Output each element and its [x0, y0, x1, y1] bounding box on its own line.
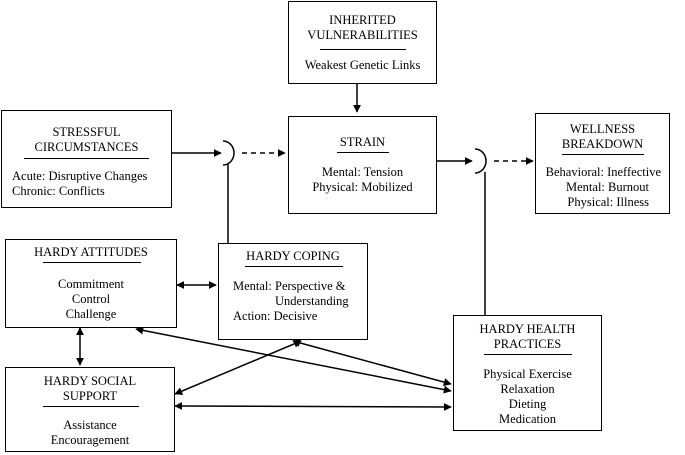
wellness-breakdown-box: WELLNESS BREAKDOWN Behavioral: Ineffecti…: [535, 113, 670, 214]
title-underline: [562, 154, 644, 155]
arrow-social-coping: [174, 340, 302, 395]
coping-line-understanding: Understanding: [275, 294, 349, 308]
stressful-line-chronic: Chronic: Conflicts: [12, 184, 105, 198]
title-underline: [24, 158, 149, 159]
wellness-breakdown-title: WELLNESS BREAKDOWN: [561, 122, 644, 151]
buffer-gate-1: [222, 140, 235, 166]
coping-line-mental: Mental: Perspective &: [233, 279, 346, 293]
stressful-line-acute: Acute: Disruptive Changes: [12, 169, 148, 183]
arrow-social-health: [174, 402, 452, 411]
hardy-health-practices-title: HARDY HEALTH PRACTICES: [479, 322, 576, 351]
hardy-attitudes-title: HARDY ATTITUDES: [34, 245, 148, 259]
attitudes-line-commitment: Commitment: [58, 277, 124, 291]
health-line-relaxation: Relaxation: [500, 382, 555, 396]
hardy-health-practices-box: HARDY HEALTH PRACTICES Physical Exercise…: [453, 315, 602, 431]
health-line-dieting: Dieting: [508, 397, 547, 411]
hardy-social-support-title: HARDY SOCIAL SUPPORT: [43, 374, 137, 403]
title-underline: [43, 262, 141, 263]
strain-title: STRAIN: [339, 135, 386, 149]
hardy-coping-box: HARDY COPING Mental: Perspective & Under…: [218, 243, 368, 340]
social-line-encouragement: Encouragement: [50, 433, 130, 447]
coping-line-action: Action: Decisive: [233, 309, 318, 323]
title-underline: [320, 49, 406, 50]
wellness-line-physical: Physical: Illness: [567, 195, 649, 209]
hardy-social-support-box: HARDY SOCIAL SUPPORT Assistance Encourag…: [5, 367, 175, 452]
wellness-line-behavioral: Behavioral: Ineffective: [545, 165, 661, 179]
strain-line-physical: Physical: Mobilized: [312, 180, 413, 194]
stressful-circumstances-box: STRESSFUL CIRCUMSTANCES Acute: Disruptiv…: [1, 110, 172, 208]
stressful-circumstances-title: STRESSFUL CIRCUMSTANCES: [34, 125, 139, 154]
wellness-line-mental: Mental: Burnout: [566, 180, 649, 194]
health-line-medication: Medication: [499, 412, 556, 426]
inherited-vulnerabilities-title: INHERITED VULNERABILITIES: [307, 13, 418, 42]
hardy-attitudes-box: HARDY ATTITUDES Commitment Control Chall…: [5, 239, 177, 328]
buffer-gate-2: [474, 148, 487, 174]
title-underline: [484, 354, 572, 355]
inherited-vulnerabilities-line: Weakest Genetic Links: [304, 58, 421, 72]
title-underline: [245, 266, 343, 267]
hardy-coping-title: HARDY COPING: [246, 249, 340, 263]
strain-box: STRAIN Mental: Tension Physical: Mobiliz…: [288, 116, 437, 214]
arrow-coping-health: [292, 339, 452, 386]
strain-line-mental: Mental: Tension: [321, 165, 404, 179]
title-underline: [337, 152, 389, 153]
title-underline: [43, 406, 139, 407]
social-line-assistance: Assistance: [63, 418, 117, 432]
attitudes-line-control: Control: [71, 292, 111, 306]
inherited-vulnerabilities-box: INHERITED VULNERABILITIES Weakest Geneti…: [288, 1, 437, 84]
health-line-exercise: Physical Exercise: [483, 367, 572, 381]
attitudes-line-challenge: Challenge: [65, 307, 117, 321]
